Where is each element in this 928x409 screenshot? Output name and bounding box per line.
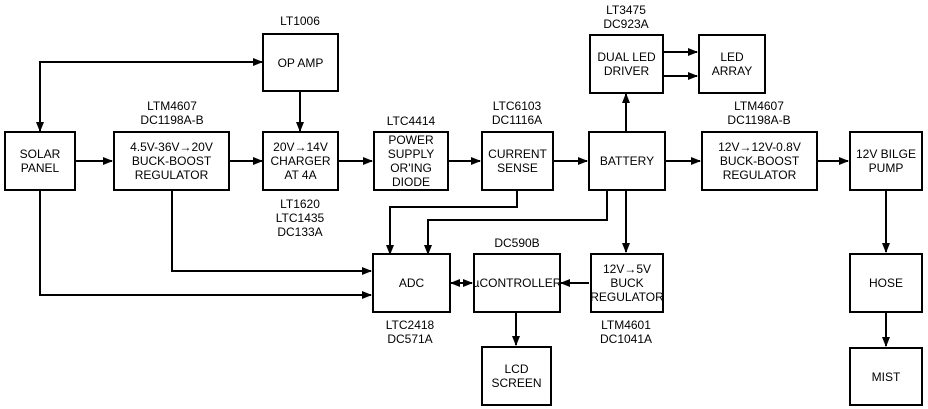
block-buck-boost-out-text: 12V→12V-0.8V BUCK-BOOST REGULATOR <box>718 140 801 182</box>
block-lcd-screen-text: LCD SCREEN <box>491 362 542 390</box>
block-current-sense-text: CURRENT SENSE <box>488 147 547 175</box>
block-adc-text: ADC <box>398 276 425 290</box>
block-charger: 20V→14V CHARGER AT 4A <box>262 131 339 191</box>
block-mist: MIST <box>849 347 923 406</box>
block-lcd-screen: LCD SCREEN <box>481 346 552 406</box>
arrow-solar-to-adc <box>39 191 372 299</box>
label-microcontroller-part: DC590B <box>494 236 540 250</box>
block-buck-boost-out: 12V→12V-0.8V BUCK-BOOST REGULATOR <box>701 131 818 191</box>
block-bilge-pump-text: 12V BILGE PUMP <box>855 147 917 175</box>
label-buck-boost-out-part: LTM4607 DC1198A-B <box>727 99 791 127</box>
block-dual-led-driver: DUAL LED DRIVER <box>589 34 664 94</box>
block-charger-text: 20V→14V CHARGER AT 4A <box>270 140 331 182</box>
block-led-array: LED ARRAY <box>698 34 766 94</box>
block-mist-text: MIST <box>871 369 901 384</box>
block-current-sense: CURRENT SENSE <box>481 131 554 191</box>
label-charger-part: LT1620 LTC1435 DC133A <box>275 197 325 239</box>
block-buck-regulator: 12V→5V BUCK REGULATOR <box>590 253 664 313</box>
block-oring-diode-text: POWER SUPPLY OR'ING DIODE <box>387 133 435 189</box>
block-microcontroller-text: µCONTROLLER <box>472 276 562 290</box>
label-adc-part: LTC2418 DC571A <box>385 318 435 346</box>
block-buck-boost-in: 4.5V-36V→20V BUCK-BOOST REGULATOR <box>113 131 230 191</box>
arrow-buckboost-to-adc <box>171 191 372 275</box>
block-op-amp-text: OP AMP <box>277 55 324 70</box>
block-battery: BATTERY <box>588 131 666 191</box>
block-bilge-pump: 12V BILGE PUMP <box>849 131 923 191</box>
block-hose: HOSE <box>849 253 923 313</box>
block-oring-diode: POWER SUPPLY OR'ING DIODE <box>373 131 449 191</box>
label-buck-regulator-part: LTM4601 DC1041A <box>599 318 653 346</box>
block-led-array-text: LED ARRAY <box>711 50 753 78</box>
block-hose-text: HOSE <box>868 276 903 290</box>
block-dual-led-driver-text: DUAL LED DRIVER <box>597 50 656 78</box>
block-battery-text: BATTERY <box>599 154 655 168</box>
arrow-opamp-to-solar <box>36 61 262 132</box>
label-dual-led-driver-part: LT3475 DC923A <box>603 3 649 31</box>
label-op-amp-part: LT1006 <box>280 14 320 28</box>
arrow-battery-to-adc <box>424 191 608 255</box>
block-solar-panel-text: SOLAR PANEL <box>19 147 61 175</box>
label-buck-boost-in-part: LTM4607 DC1198A-B <box>140 99 204 127</box>
label-current-sense-part: LTC6103 DC1116A <box>491 99 543 127</box>
block-op-amp: OP AMP <box>262 33 339 92</box>
label-oring-diode-part: LTC4414 <box>386 114 436 128</box>
block-solar-panel: SOLAR PANEL <box>4 131 76 191</box>
block-buck-regulator-text: 12V→5V BUCK REGULATOR <box>590 262 664 304</box>
block-microcontroller: µCONTROLLER <box>473 253 561 313</box>
arrow-currentsense-to-adc <box>386 191 518 255</box>
block-adc: ADC <box>372 253 451 313</box>
block-buck-boost-in-text: 4.5V-36V→20V BUCK-BOOST REGULATOR <box>130 140 213 182</box>
